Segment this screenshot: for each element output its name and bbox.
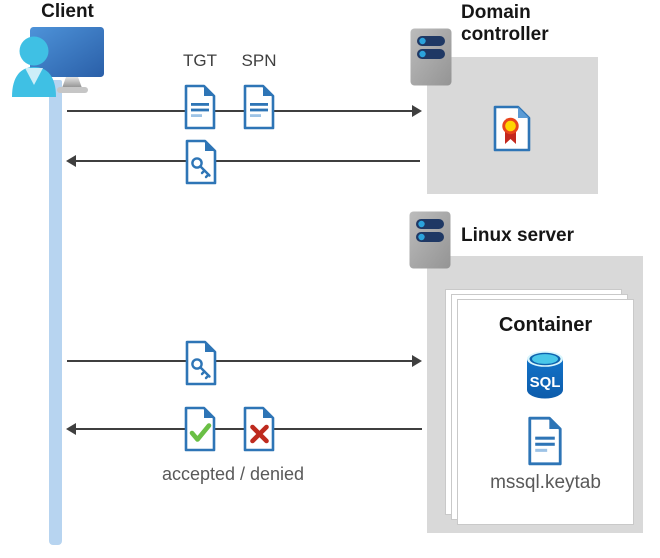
domain-controller-server-icon: [410, 28, 452, 86]
client-label: Client: [41, 1, 94, 22]
request-arrow-to-domain-controller: [67, 105, 422, 117]
client-computer-icon: [12, 27, 104, 97]
request-arrow-to-linux-server: [67, 355, 422, 367]
accepted-document-icon: [184, 406, 216, 452]
linux-server-icon: [409, 211, 451, 269]
response-arrow-from-domain-controller: [66, 155, 420, 167]
sql-badge-text: SQL: [530, 374, 561, 391]
container-card: Container SQL mssql.keytab: [457, 299, 634, 525]
domain-controller-label: Domain controller: [461, 2, 549, 45]
spn-label: SPN: [241, 51, 277, 70]
tgt-label: TGT: [183, 51, 217, 70]
tgt-ticket-document-icon: [184, 84, 216, 130]
linux-server-label: Linux server: [461, 225, 574, 246]
accepted-denied-label: accepted / denied: [161, 464, 305, 484]
keytab-document-icon: [528, 416, 562, 466]
key-ticket-icon: [185, 340, 217, 386]
denied-document-icon: [243, 406, 275, 452]
container-label: Container: [498, 314, 593, 336]
spn-ticket-document-icon: [243, 84, 275, 130]
key-ticket-icon: [185, 139, 217, 185]
client-lifeline: [49, 80, 62, 545]
sql-database-icon: SQL: [527, 351, 563, 399]
keytab-filename-label: mssql.keytab: [490, 472, 601, 493]
certificate-icon: [493, 105, 531, 152]
